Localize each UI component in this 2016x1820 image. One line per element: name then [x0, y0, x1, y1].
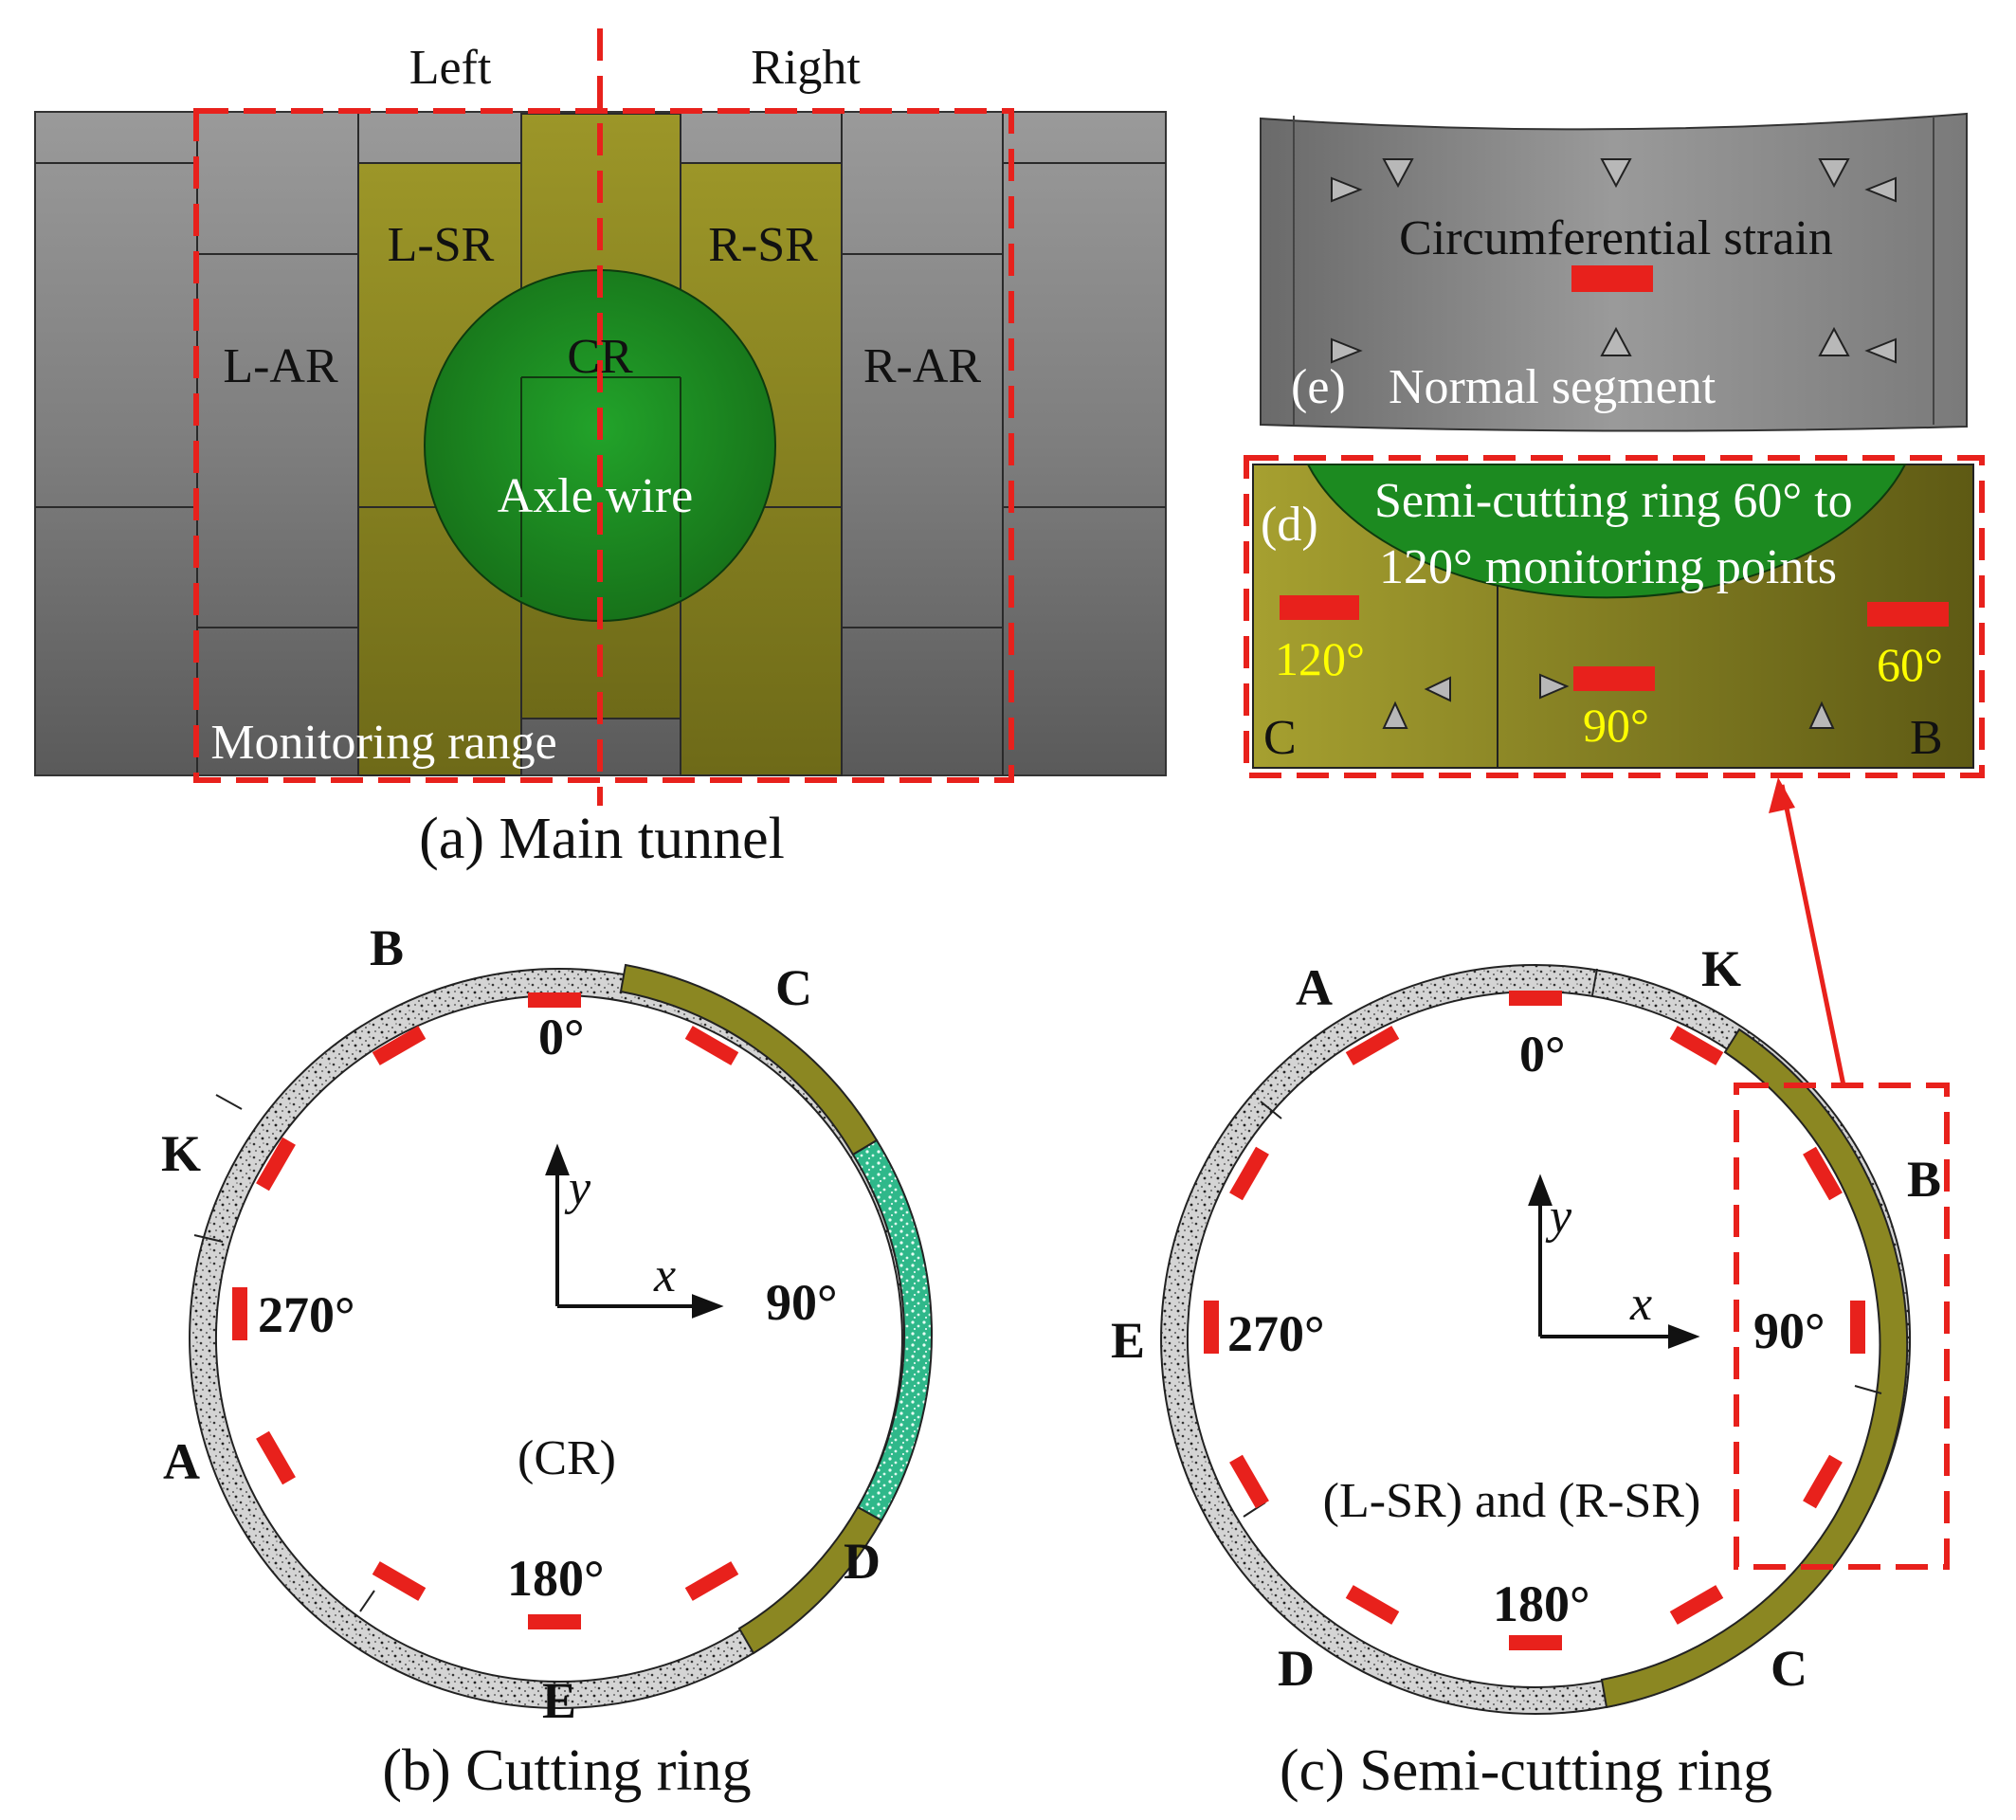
detail-box [1244, 455, 1985, 778]
label-detail-b: B [1910, 711, 1943, 765]
label-normal-segment: Normal segment [1389, 360, 1716, 414]
ring-b-joints [193, 1094, 375, 1612]
ring-c-center-label: (L-SR) and (R-SR) [1323, 1474, 1701, 1528]
panel-b-cutting-ring: x y B C K A D E 0° 90° 180° 270° (CR) (b… [161, 919, 933, 1803]
ring-c-olive-b [1600, 1028, 1909, 1709]
caption-b: (b) Cutting ring [382, 1738, 751, 1803]
strain-gauge-60 [1867, 602, 1949, 627]
ring-b-center-label: (CR) [518, 1431, 616, 1485]
ring-c-label-b: B [1907, 1151, 1941, 1208]
monitoring-range-box [193, 108, 1014, 783]
ring-b-axes [545, 1143, 724, 1319]
ring-c-deg180: 180° [1493, 1575, 1590, 1632]
tag-d: (d) [1261, 498, 1318, 552]
label-r-ar: R-AR [863, 339, 982, 393]
panel-d-detail: (d) Semi-cutting ring 60° to 120° monito… [1244, 455, 1985, 778]
ring-b-label-k: K [161, 1125, 201, 1182]
panel-a-main-tunnel: Left Right L-SR R-SR L-AR R-AR CR Axle w… [34, 28, 1167, 871]
label-left: Left [409, 41, 492, 95]
ring-b-axis-y: y [564, 1161, 591, 1215]
ring-c-deg90: 90° [1753, 1302, 1825, 1359]
ring-b-deg90: 90° [766, 1274, 838, 1331]
ring-c-monitor-box [1734, 1083, 1950, 1570]
ring-b-teal-k [851, 1138, 933, 1522]
label-axle-wire: Axle wire [498, 469, 693, 523]
ring-c-gauges [1204, 991, 1865, 1650]
panel-c-semi-cutting-ring: x y A K B E D C 0° 90° 180° 270° (L-SR) … [1111, 940, 1950, 1803]
tag-e: (e) [1291, 360, 1346, 414]
ring-c-deg270: 270° [1227, 1305, 1325, 1362]
label-60-deg: 60° [1877, 638, 1943, 691]
caption-a: (a) Main tunnel [419, 807, 785, 871]
label-right: Right [751, 41, 861, 95]
ring-c-label-a: A [1296, 959, 1333, 1016]
detail-bolt-pockets [1382, 673, 1835, 729]
ring-b-deg0: 0° [538, 1009, 585, 1065]
label-monitoring-range: Monitoring range [210, 716, 556, 770]
ring-c-axis-x: x [1629, 1277, 1652, 1331]
ring-b-deg270: 270° [258, 1286, 355, 1343]
label-circumferential-strain: Circumferential strain [1399, 211, 1833, 265]
ring-c-deg0: 0° [1519, 1026, 1566, 1083]
ring-b-label-b: B [370, 919, 404, 976]
ring-b-label-e: E [542, 1672, 576, 1729]
link-arrow [1769, 777, 1846, 1086]
ring-b-label-c: C [775, 959, 812, 1016]
label-detail-title-2: 120° monitoring points [1379, 540, 1837, 594]
ring-b-olive-d [737, 1505, 883, 1655]
ring-b-axis-x: x [653, 1248, 676, 1302]
ring-b-olive-c [619, 963, 879, 1156]
ring-c-label-e: E [1111, 1312, 1145, 1369]
label-cr: CR [567, 330, 633, 384]
ring-c-label-c: C [1771, 1640, 1807, 1697]
ring-c-label-k: K [1701, 940, 1741, 997]
ring-b-label-d: D [844, 1533, 881, 1590]
ring-c-label-d: D [1278, 1640, 1315, 1697]
ring-c-axes [1528, 1174, 1700, 1349]
ring-b-gauges [232, 992, 739, 1629]
label-r-sr: R-SR [708, 218, 818, 272]
label-detail-c: C [1263, 711, 1297, 765]
caption-c: (c) Semi-cutting ring [1280, 1738, 1772, 1803]
label-90-deg: 90° [1583, 699, 1649, 752]
ring-b-label-a: A [163, 1433, 200, 1490]
panel-e-normal-segment: Circumferential strain (e) Normal segmen… [1260, 112, 1968, 432]
label-detail-title-1: Semi-cutting ring 60° to [1374, 474, 1853, 528]
detail-axle-wire-arc [1306, 464, 1907, 599]
bolt-pockets [1331, 158, 1897, 364]
ring-c-axis-y: y [1545, 1190, 1572, 1244]
label-120-deg: 120° [1275, 632, 1365, 685]
label-l-ar: L-AR [223, 339, 338, 393]
label-l-sr: L-SR [388, 218, 495, 272]
strain-gauge-normal [1571, 265, 1653, 292]
ring-b-deg180: 180° [507, 1550, 605, 1607]
strain-gauge-90 [1573, 666, 1655, 691]
strain-gauge-120 [1280, 595, 1359, 620]
